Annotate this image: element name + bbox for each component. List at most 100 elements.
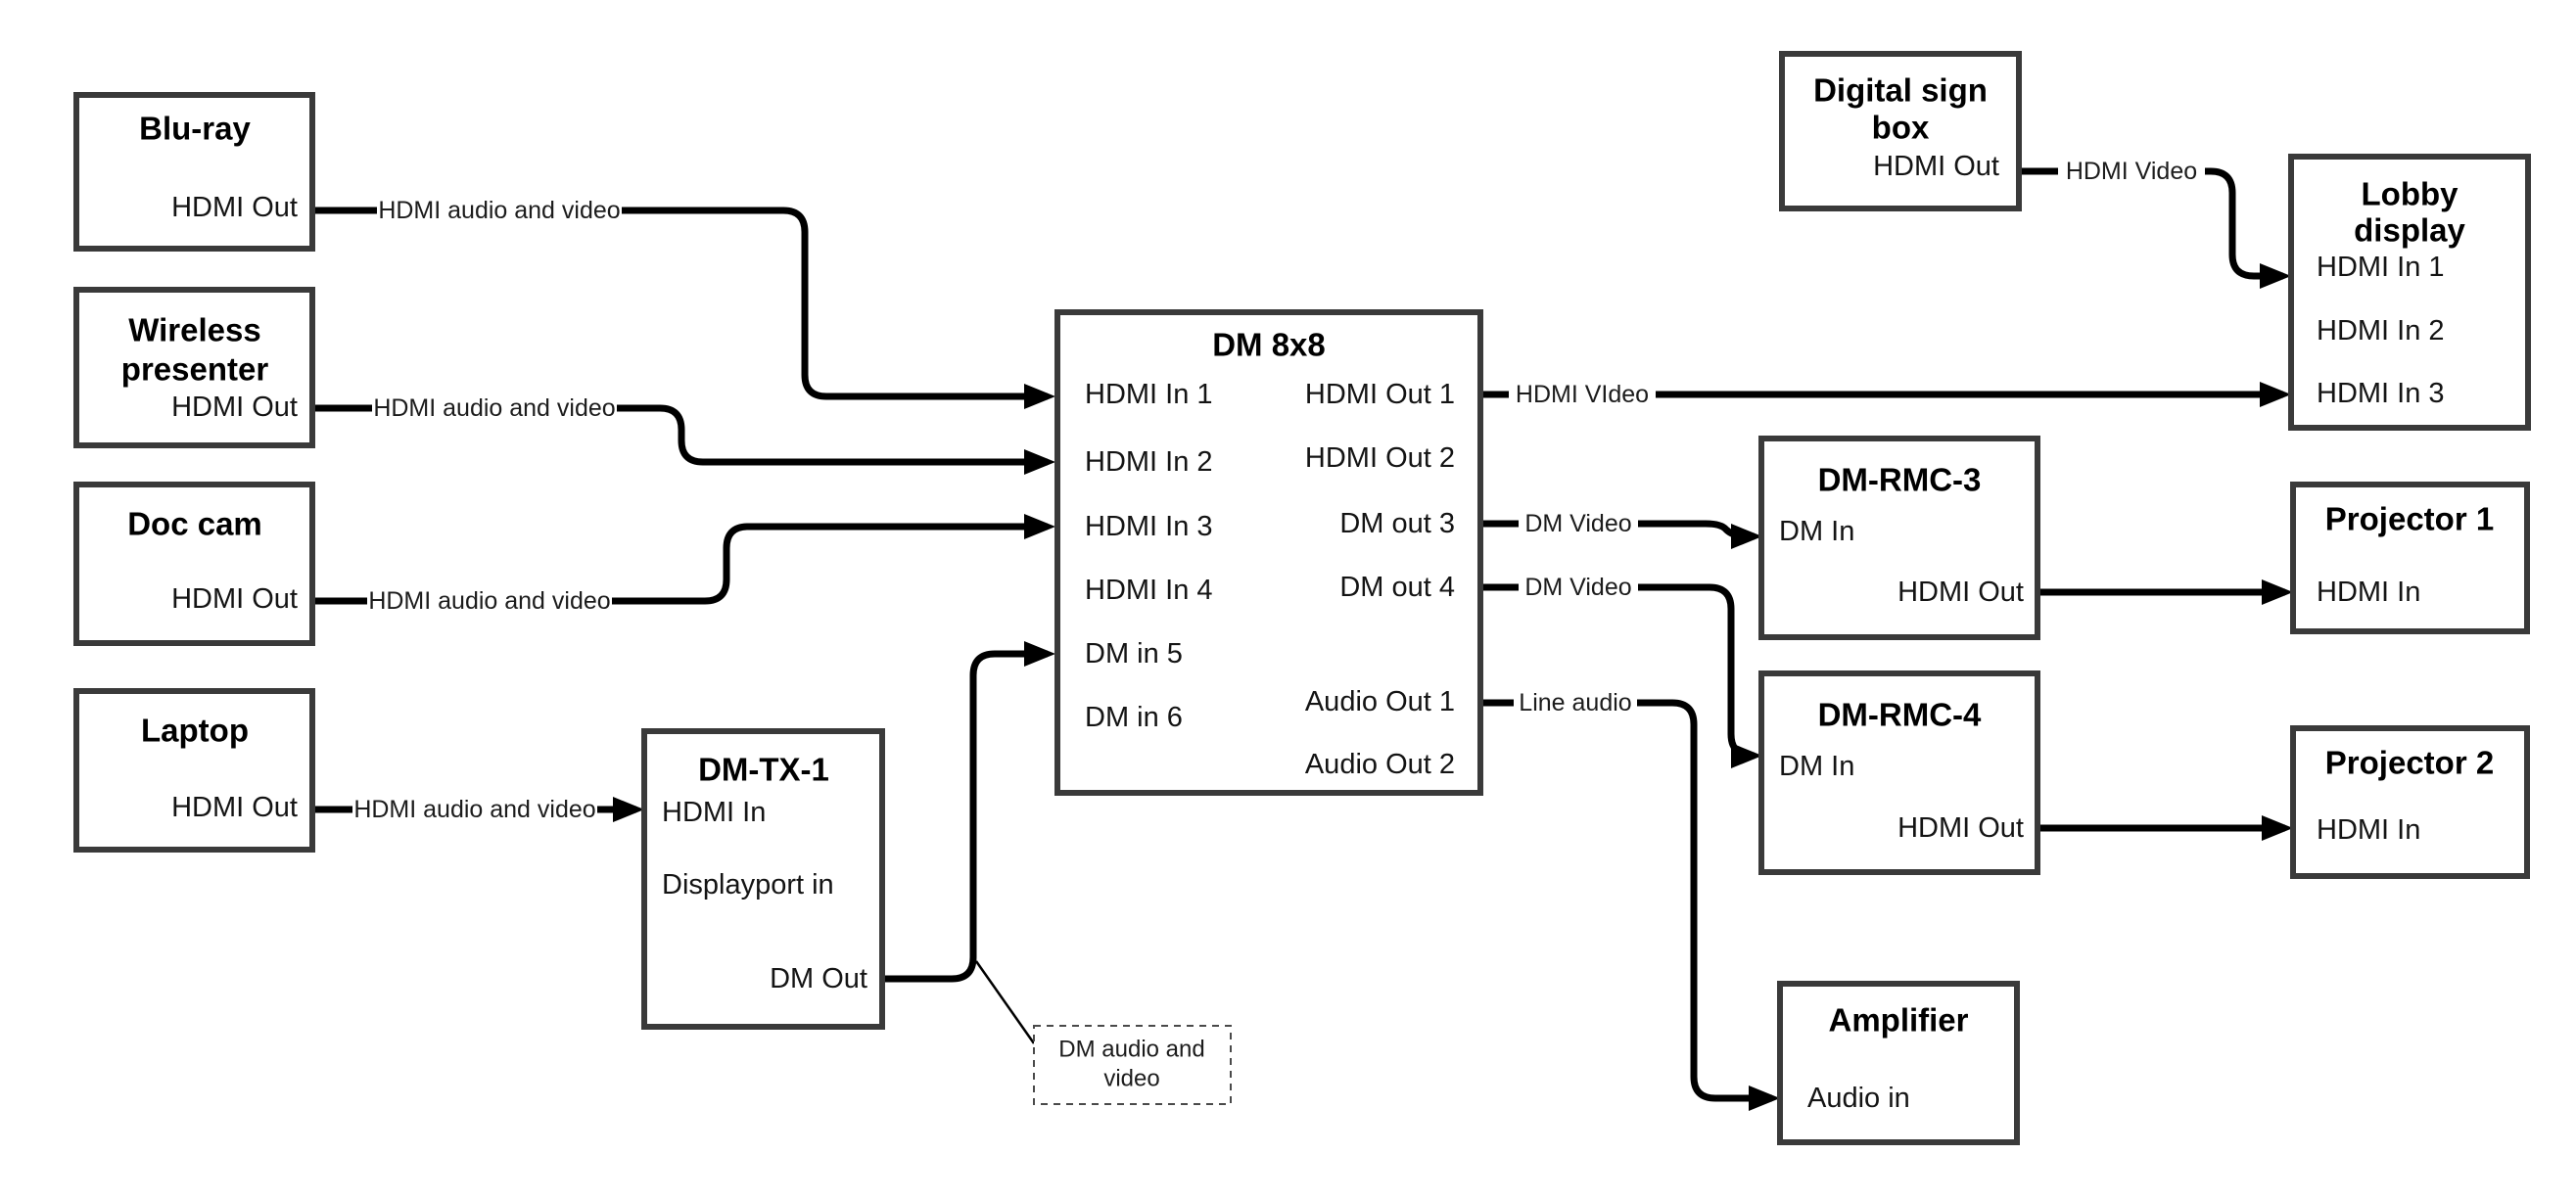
port-hdmi-in: HDMI In	[2317, 814, 2420, 846]
wire-label-laptop: HDMI audio and video	[352, 792, 597, 827]
wire-label-bg	[352, 792, 597, 827]
node-title: presenter	[121, 351, 269, 388]
node-dm-rmc-3: DM-RMC-3 DM In HDMI Out	[1758, 436, 2040, 640]
node-box	[1777, 981, 2020, 1145]
node-title: Lobby	[2362, 176, 2459, 212]
wire-label-bg	[367, 583, 612, 619]
node-projector-2: Projector 2 HDMI In	[2290, 725, 2530, 879]
wire-dm8x8-audio1-to-amplifier	[1480, 699, 1780, 1111]
port-hdmi-in: HDMI In	[662, 797, 766, 828]
node-box	[73, 92, 315, 252]
callout-text: DM audio and	[1058, 1037, 1204, 1063]
wire-label-bg	[1519, 506, 1638, 541]
port-audio-out-1: Audio Out 1	[1305, 686, 1455, 717]
node-box	[2288, 154, 2531, 431]
wire-dm8x8-out4-to-rmc4	[1480, 583, 1762, 768]
port-hdmi-in-3: HDMI In 3	[2317, 378, 2445, 409]
node-box	[1054, 309, 1483, 796]
node-title: DM-RMC-3	[1818, 462, 1982, 498]
wire-label-dm-video-out3: DM Video	[1519, 506, 1638, 541]
node-title: display	[2354, 212, 2465, 249]
wire-label-bluray: HDMI audio and video	[377, 193, 622, 228]
wire-label-bg	[377, 193, 622, 228]
wire-label-bg	[372, 391, 617, 426]
port-hdmi-in-1: HDMI In 1	[2317, 252, 2445, 283]
node-amplifier: Amplifier Audio in	[1777, 981, 2020, 1145]
node-box	[2290, 725, 2530, 879]
node-box	[73, 482, 315, 646]
port-dm-out-3: DM out 3	[1339, 508, 1455, 539]
callout-dm-audio-video: DM audio and video	[1033, 1025, 1232, 1105]
port-hdmi-in-3: HDMI In 3	[1085, 511, 1213, 542]
node-wireless-presenter: Wireless presenter HDMI Out	[73, 287, 315, 448]
port-dm-in: DM In	[1779, 516, 1854, 547]
wire-doccam-to-dm8x8-in3	[312, 514, 1055, 605]
node-title: DM-TX-1	[698, 752, 829, 788]
node-title: Projector 2	[2325, 745, 2494, 781]
wire-dmtx1-to-dm8x8-in5	[882, 641, 1055, 983]
node-dm-rmc-4: DM-RMC-4 DM In HDMI Out	[1758, 670, 2040, 875]
wire-label-dm-video-out4: DM Video	[1519, 570, 1638, 605]
node-doc-cam: Doc cam HDMI Out	[73, 482, 315, 646]
node-bluray: Blu-ray HDMI Out	[73, 92, 315, 252]
port-hdmi-out: HDMI Out	[1897, 812, 2024, 844]
port-hdmi-out: HDMI Out	[171, 192, 298, 223]
port-hdmi-out: HDMI Out	[1897, 577, 2024, 608]
port-hdmi-in-1: HDMI In 1	[1085, 379, 1213, 410]
port-hdmi-out: HDMI Out	[171, 792, 298, 823]
wire-label-bg	[1514, 685, 1637, 720]
node-digital-sign-box: Digital sign box HDMI Out	[1779, 51, 2022, 211]
wire-dm8x8-out3-to-rmc3	[1480, 520, 1762, 549]
callout-leader-line	[974, 960, 1036, 1044]
node-laptop: Laptop HDMI Out	[73, 688, 315, 853]
node-box	[1779, 51, 2022, 211]
node-projector-1: Projector 1 HDMI In	[2290, 482, 2530, 634]
node-title: Doc cam	[127, 506, 262, 542]
node-title: DM 8x8	[1212, 327, 1326, 363]
node-box	[1758, 670, 2040, 875]
port-dm-in: DM In	[1779, 751, 1854, 782]
wire-wireless-to-dm8x8-in2	[312, 404, 1055, 475]
wire-digitalsign-to-lobby-in1	[2019, 167, 2291, 289]
node-box	[2290, 482, 2530, 634]
node-box	[641, 728, 885, 1030]
node-title: Projector 1	[2325, 501, 2494, 537]
wire-label-text: Line audio	[1519, 689, 1631, 716]
wire-label-bg	[2058, 154, 2205, 189]
port-dm-in-5: DM in 5	[1085, 638, 1183, 670]
node-box	[73, 688, 315, 853]
node-title: Laptop	[141, 713, 249, 749]
port-hdmi-out: HDMI Out	[171, 392, 298, 423]
port-hdmi-out: HDMI Out	[1873, 151, 1999, 182]
wire-label-line-audio: Line audio	[1514, 685, 1637, 720]
port-dm-out: DM Out	[770, 963, 867, 994]
node-title: Amplifier	[1828, 1002, 1968, 1039]
wire-label-wireless: HDMI audio and video	[372, 391, 617, 426]
wire-label-doccam: HDMI audio and video	[367, 583, 612, 619]
wire-label-text: HDMI audio and video	[353, 796, 595, 823]
port-hdmi-out-2: HDMI Out 2	[1305, 442, 1455, 474]
wire-labels: HDMI audio and video HDMI audio and vide…	[352, 154, 2205, 827]
node-dm-tx-1: DM-TX-1 HDMI In Displayport in DM Out	[641, 728, 885, 1030]
port-hdmi-in-4: HDMI In 4	[1085, 575, 1213, 606]
node-title: Digital sign	[1813, 72, 1988, 109]
wire-label-text: HDMI audio and video	[373, 394, 615, 422]
node-box	[1758, 436, 2040, 640]
node-box	[73, 287, 315, 448]
port-hdmi-out-1: HDMI Out 1	[1305, 379, 1455, 410]
port-dm-out-4: DM out 4	[1339, 572, 1455, 603]
wire-label-text: HDMI audio and video	[378, 197, 620, 224]
wire-label-hdmi-video-out1: HDMI VIdeo	[1509, 377, 1656, 412]
node-lobby-display: Lobby display HDMI In 1 HDMI In 2 HDMI I…	[2288, 154, 2531, 431]
node-title: Blu-ray	[139, 111, 251, 147]
port-displayport-in: Displayport in	[662, 869, 834, 901]
callout-box	[1033, 1025, 1232, 1105]
port-hdmi-in-2: HDMI In 2	[2317, 315, 2445, 346]
port-dm-in-6: DM in 6	[1085, 702, 1183, 733]
wire-label-text: HDMI audio and video	[368, 587, 610, 615]
wire-label-bg	[1509, 377, 1656, 412]
node-dm-8x8: DM 8x8 HDMI In 1 HDMI In 2 HDMI In 3 HDM…	[1054, 309, 1483, 796]
wire-label-text: HDMI VIdeo	[1516, 381, 1649, 408]
node-title: DM-RMC-4	[1818, 697, 1982, 733]
